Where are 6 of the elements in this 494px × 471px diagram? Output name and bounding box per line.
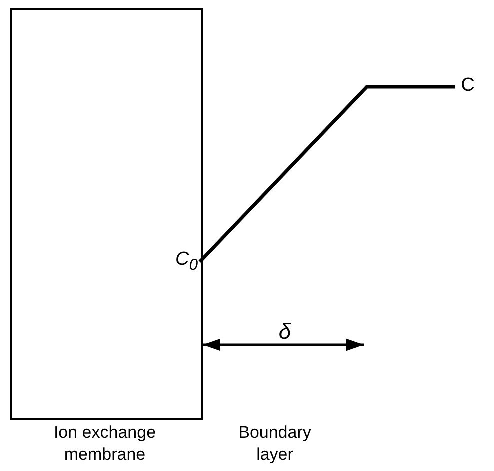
concentration-label: C bbox=[460, 74, 476, 98]
membrane-label: Ion exchange membrane bbox=[52, 422, 158, 466]
concentration-label: C$_{0}$ bbox=[174, 248, 198, 276]
membrane-box bbox=[10, 8, 203, 420]
thickness-label: δ bbox=[278, 318, 292, 346]
boundary-layer-label: Boundary layer bbox=[238, 422, 312, 466]
